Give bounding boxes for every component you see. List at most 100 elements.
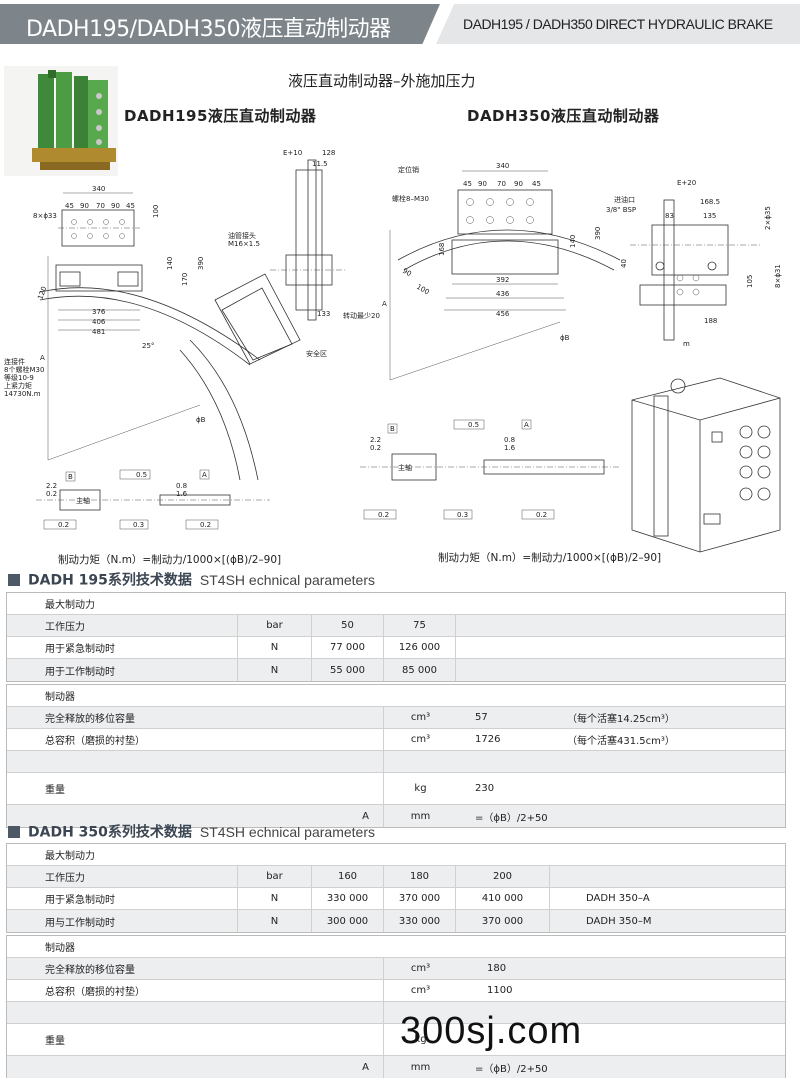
tol-350-02: 0.2 — [370, 444, 381, 452]
dim-350-100: 100 — [415, 283, 431, 297]
row-value: 85 000 — [383, 659, 455, 681]
dadh195-side-view: E+10 128 11.5 油管接头 M16×1.5 133 转动最少20 安全… — [228, 149, 380, 358]
dim-195-e10: E+10 — [283, 149, 302, 157]
row-label: 用与工作制动时 — [45, 917, 115, 929]
note-195-conn3: 等级10-9 — [4, 373, 34, 382]
row-empty — [455, 637, 785, 658]
tol-350-shaft: 主轴 — [398, 463, 412, 472]
dadh350-tolerance: 0.5 B A 2.2 0.2 0.8 1.6 主轴 0.2 0.3 0.2 — [360, 419, 620, 520]
row-value: 75 — [383, 615, 455, 636]
header-title-zh-bar: DADH195/DADH350液压直动制动器 — [0, 4, 440, 44]
row-value: 300 000 — [311, 910, 383, 932]
row-empty — [455, 659, 785, 681]
dim-350-188: 188 — [704, 317, 717, 325]
dim-350-90b: 90 — [514, 180, 523, 188]
section-350-en: ST4SH echnical parameters — [199, 823, 375, 840]
row-value: 1100 — [487, 985, 513, 996]
tol-195-02c: 0.2 — [200, 521, 211, 529]
row-model — [549, 866, 785, 887]
row-label: 用于紧急制动时 — [45, 895, 115, 906]
table-195-brake: 制动器 完全释放的移位容量 cm³ 57 （每个活塞14.25cm³） 总容积（… — [6, 684, 786, 828]
dim-195-holes: 8×ϕ33 — [33, 212, 57, 220]
row-unit — [383, 1002, 457, 1023]
watermark: 300sj.com — [400, 1010, 583, 1052]
table-header-cell: 制动器 — [45, 943, 75, 954]
table-row: A mm =（ϕB）/2+50 — [7, 805, 785, 827]
dadh350-front-view: 定位销 螺栓8–M30 340 45 90 70 90 45 392 436 4… — [382, 162, 621, 381]
dim-195-340: 340 — [92, 185, 105, 193]
dadh195-front-view: 340 8×ϕ33 45 90 70 90 45 376 406 481 100 — [33, 185, 301, 481]
tol-350-08: 0.8 — [504, 436, 515, 444]
table-row: 工作压力 bar 160 180 200 — [7, 866, 785, 888]
dim-195-170: 170 — [181, 273, 189, 286]
row-value: 126 000 — [383, 637, 455, 658]
table-row: 工作压力 bar 50 75 — [7, 615, 785, 637]
row-value: 180 — [383, 866, 455, 887]
dim-350-392: 392 — [496, 276, 509, 284]
dim-195-140: 140 — [166, 257, 174, 270]
dadh350-side-view: E+20 168.5 83 135 进油口 3/8" BSP 2×ϕ35 8×ϕ… — [606, 179, 782, 348]
label-350-bolt: 螺栓8–M30 — [392, 194, 429, 203]
tol-350-03: 0.3 — [457, 511, 468, 519]
table-row: 完全释放的移位容量 cm³ 180 — [7, 958, 785, 980]
engineering-drawing: 340 8×ϕ33 45 90 70 90 45 376 406 481 100 — [4, 149, 782, 553]
table-row: 总容积（磨损的衬垫） cm³ 1726 （每个活塞431.5cm³） — [7, 729, 785, 751]
row-model: DADH 350–A — [549, 888, 785, 909]
row-label: 重量 — [45, 1036, 65, 1047]
header-title-en-bar: DADH195 / DADH350 DIRECT HYDRAULIC BRAKE — [436, 4, 800, 44]
dim-195-100: 100 — [152, 205, 160, 218]
row-value: 230 — [475, 783, 495, 794]
row-label: 总容积（磨损的衬垫） — [45, 987, 145, 998]
row-value: 180 — [487, 963, 507, 974]
dim-195-481: 481 — [92, 328, 105, 336]
dim-350-90: 90 — [401, 267, 413, 278]
dim-350-A: A — [382, 300, 387, 308]
tol-350-16: 1.6 — [504, 444, 516, 452]
row-label — [7, 1002, 383, 1023]
row-unit: kg — [383, 1024, 457, 1055]
table-row — [7, 751, 785, 773]
label-350-bsp: 3/8" BSP — [606, 206, 636, 214]
tol-195-05: 0.5 — [136, 471, 147, 479]
dim-350-140: 140 — [569, 235, 577, 248]
dim-195-45a: 45 — [65, 202, 74, 210]
row-label: 完全释放的移位容量 — [45, 714, 135, 725]
row-value: 57 — [475, 712, 488, 723]
dim-195-115: 11.5 — [312, 160, 328, 168]
row-label — [7, 751, 383, 772]
label-350-inlet: 进油口 — [614, 195, 635, 204]
row-unit: cm³ — [383, 958, 457, 979]
row-unit: cm³ — [383, 980, 457, 1001]
row-value: =（ϕB）/2+50 — [475, 812, 548, 824]
row-label: 用于紧急制动时 — [45, 644, 115, 655]
section-square-icon — [8, 825, 20, 838]
table-row: A mm =（ϕB）/2+50 — [7, 1056, 785, 1078]
dim-350-2x35: 2×ϕ35 — [764, 206, 772, 230]
note-195-conn2: 8个螺栓M30 — [4, 365, 44, 374]
label-350-pin: 定位销 — [398, 165, 419, 174]
row-unit: N — [237, 637, 311, 658]
row-label: 用于工作制动时 — [45, 666, 115, 678]
row-label: 总容积（磨损的衬垫） — [45, 736, 145, 747]
tol-350-02c: 0.2 — [536, 511, 547, 519]
dim-195-133: 133 — [317, 310, 330, 318]
tol-350-02b: 0.2 — [378, 511, 389, 519]
tol-195-16: 1.6 — [176, 490, 188, 498]
dadh350-isometric-view — [631, 377, 781, 553]
table-header-cell: 制动器 — [45, 692, 75, 703]
row-value: 200 — [455, 866, 549, 887]
section-square-icon — [8, 573, 20, 586]
label-195-pipe2: M16×1.5 — [228, 240, 260, 248]
brake-photo-image — [4, 66, 118, 176]
row-unit — [383, 751, 457, 772]
dim-350-340: 340 — [496, 162, 509, 170]
label-dadh195: DADH195液压直动制动器 — [124, 107, 317, 125]
dim-350-45b: 45 — [532, 180, 541, 188]
row-unit: bar — [237, 615, 311, 636]
tol-195-A: A — [202, 471, 207, 479]
row-label: 重量 — [45, 785, 65, 796]
dim-350-70: 70 — [497, 180, 506, 188]
row-label: 完全释放的移位容量 — [45, 965, 135, 976]
row-value: 330 000 — [311, 888, 383, 909]
row-unit: mm — [383, 1056, 457, 1078]
